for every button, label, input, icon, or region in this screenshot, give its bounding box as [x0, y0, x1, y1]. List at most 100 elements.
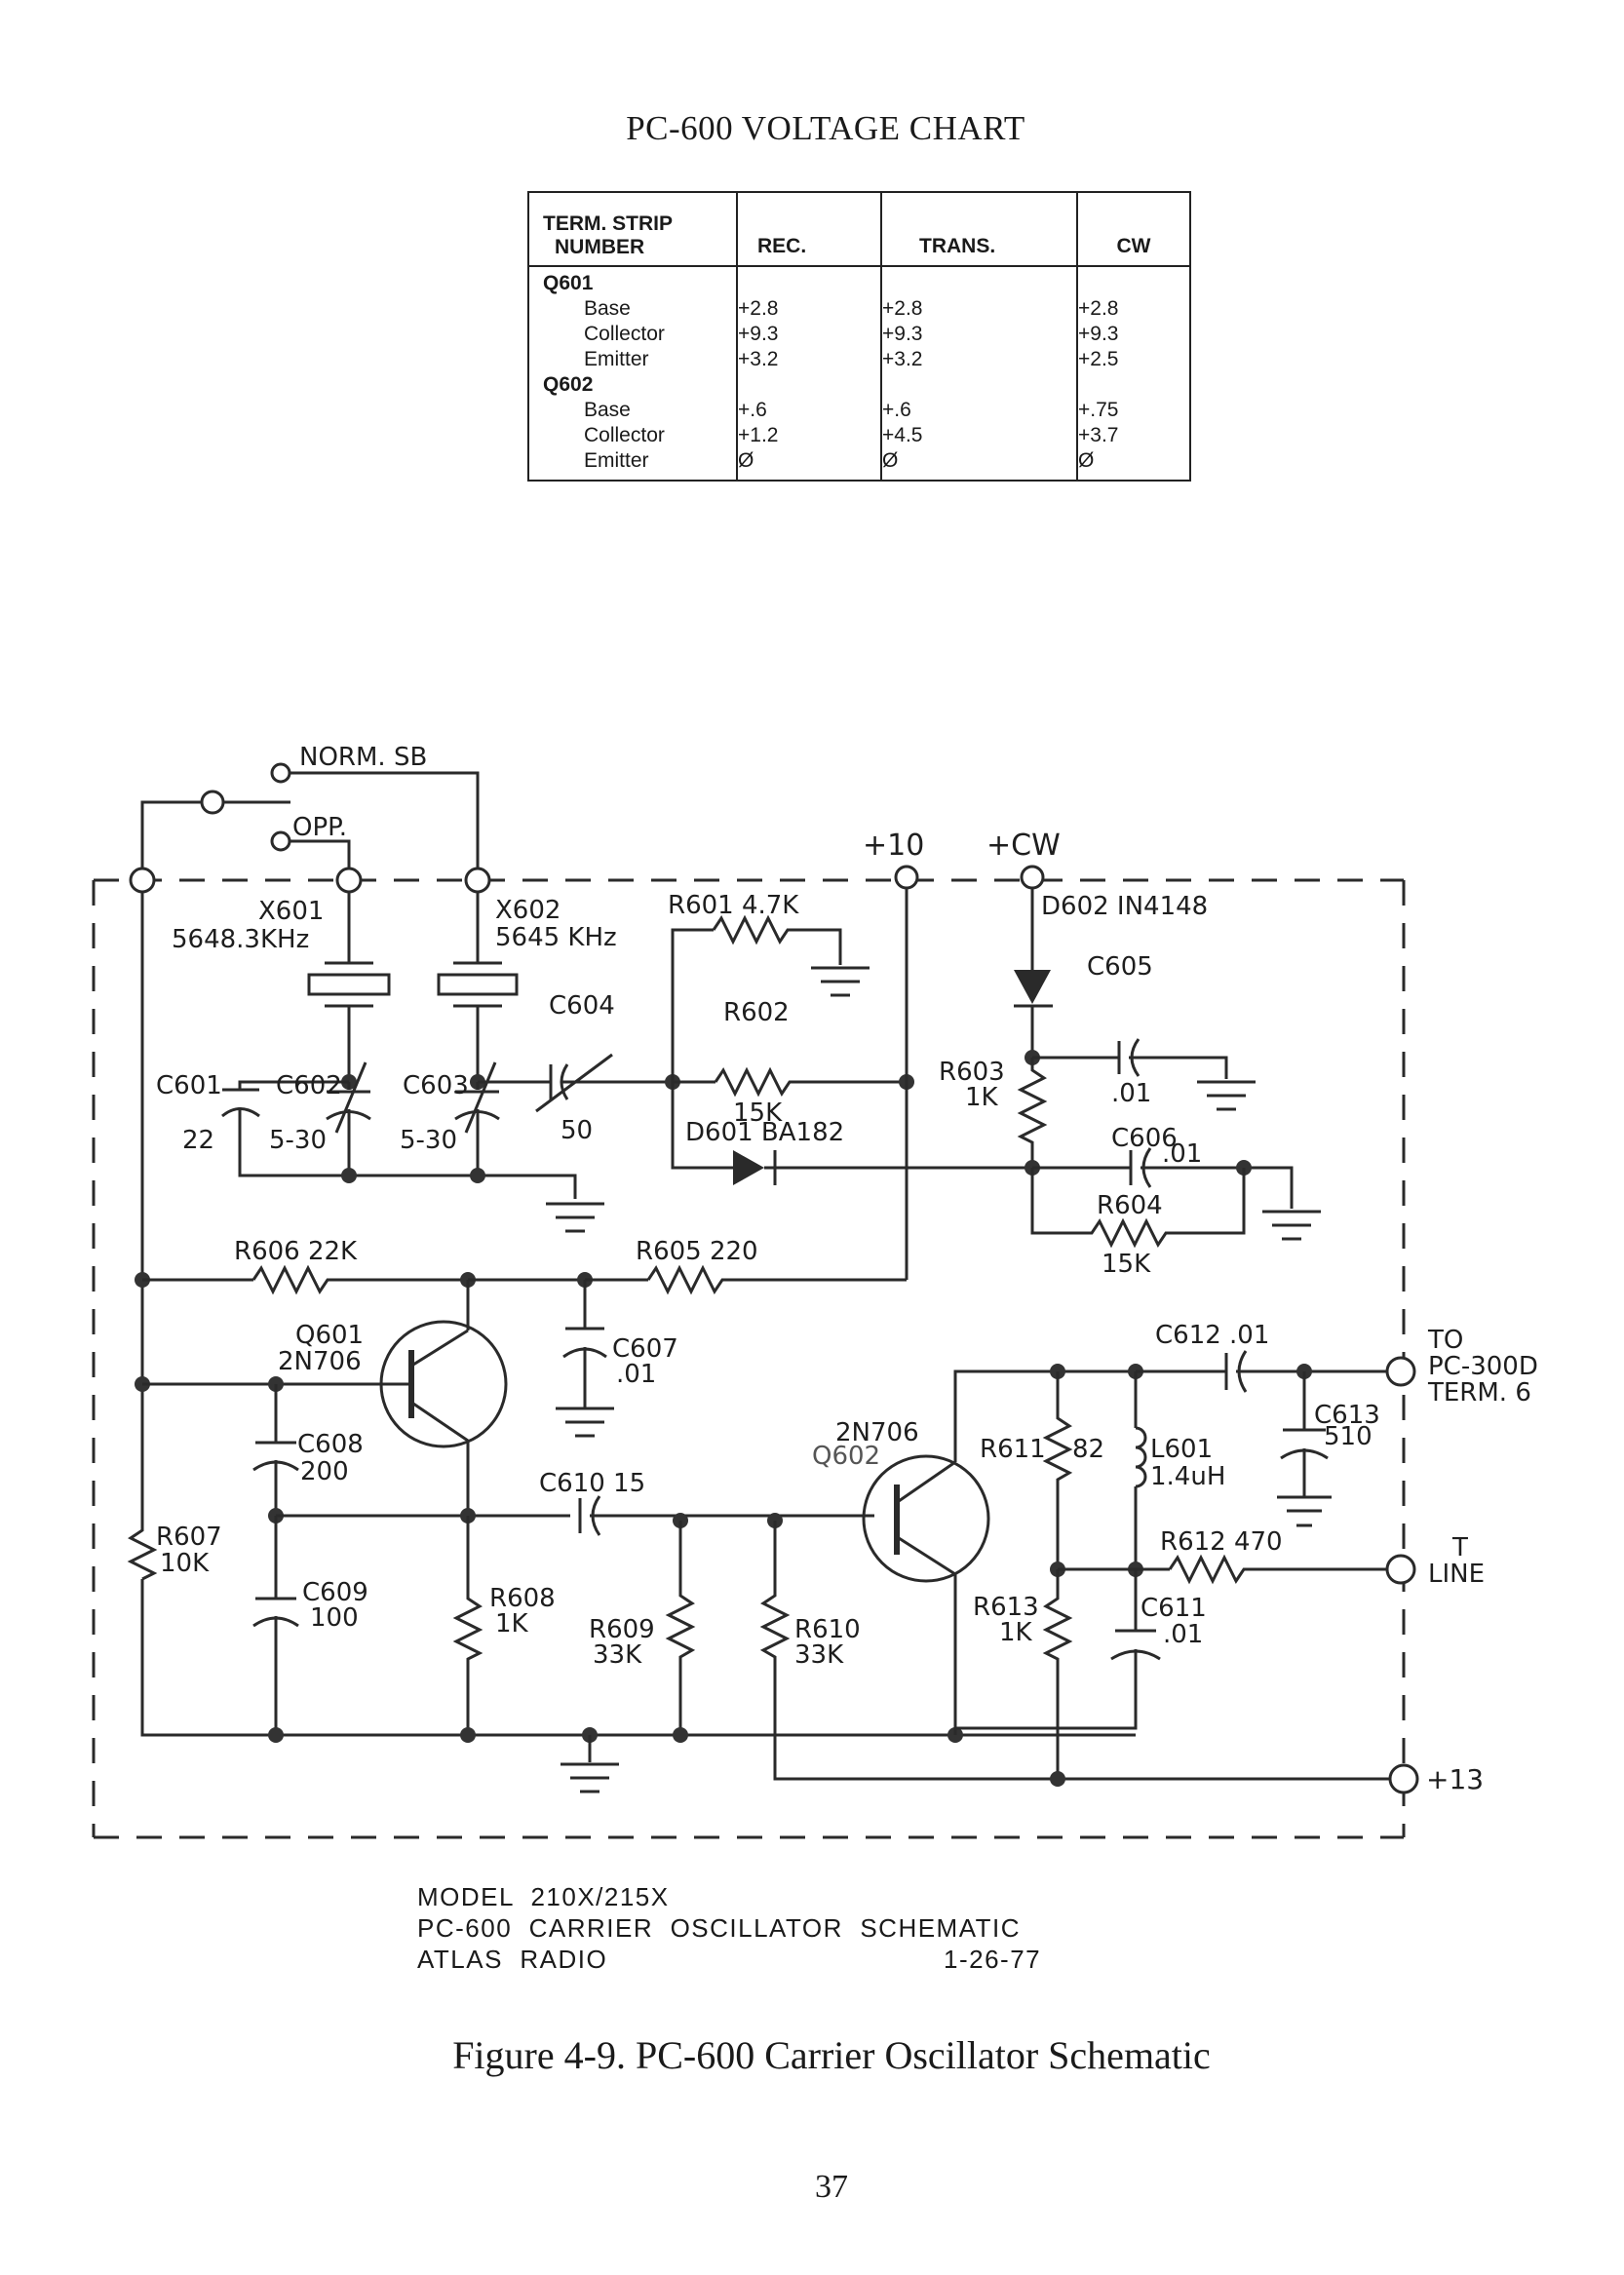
header-term-strip: TERM. STRIP NUMBER — [527, 191, 738, 267]
c602-value: 5-30 — [269, 1126, 327, 1155]
value-cell: +2.8 — [882, 297, 923, 320]
c604-ref: C604 — [549, 991, 615, 1021]
c603-value: 5-30 — [400, 1126, 457, 1155]
q601-ref: Q601 — [295, 1321, 364, 1350]
table-body-row: Q601 Base Collector Emitter Q602 Base Co… — [527, 265, 1191, 482]
terminal-plus13[interactable] — [1388, 1763, 1419, 1794]
terminal-to-pc300d[interactable] — [1385, 1356, 1416, 1387]
r611-ref: R611 — [980, 1435, 1046, 1464]
page-number-text: 37 — [815, 2169, 848, 2205]
r612-label: R612 470 — [1160, 1527, 1283, 1557]
plus13-label: +13 — [1426, 1763, 1484, 1795]
capacitor-c604: C604 50 — [478, 991, 673, 1145]
transistor-q601: Q601 2N706 — [278, 1280, 508, 1516]
x602-ref: X602 — [495, 896, 561, 925]
figure-caption: Figure 4-9. PC-600 Carrier Oscillator Sc… — [0, 2032, 1624, 2078]
value-cell: +2.8 — [1078, 297, 1119, 320]
value-cell: Ø — [738, 449, 754, 472]
value-cell: +3.7 — [1078, 424, 1119, 446]
line-label: LINE — [1428, 1560, 1485, 1589]
c609-value: 100 — [310, 1603, 359, 1633]
x602-value: 5645 KHz — [495, 923, 617, 952]
switch-contact-opp[interactable] — [270, 830, 291, 852]
c611-value: .01 — [1163, 1620, 1203, 1649]
r604-ref: R604 — [1097, 1191, 1163, 1220]
value-cell: Ø — [1078, 449, 1095, 472]
value-cell: +.75 — [1078, 399, 1119, 421]
terminal-x601[interactable] — [335, 867, 363, 894]
t-label: T — [1451, 1533, 1468, 1562]
header-term-strip-line2: NUMBER — [555, 236, 645, 258]
switch-common-contact[interactable] — [200, 790, 225, 815]
voltage-chart-title: PC-600 VOLTAGE CHART — [0, 109, 1624, 148]
transistor-q602: 2N706 Q602 — [812, 1369, 1136, 1735]
q601-base-network: C608 200 C609 100 R607 10K R608 1K — [127, 1376, 570, 1743]
diode-d602 — [1014, 970, 1051, 1004]
ground-icon — [1195, 1080, 1257, 1111]
value-cell: +9.3 — [738, 323, 779, 345]
opp-label: OPP. — [292, 813, 347, 842]
header-term-strip-line1: TERM. STRIP — [543, 212, 674, 235]
table-header-row: TERM. STRIP NUMBER REC. TRANS. CW — [527, 191, 1191, 267]
c611-ref: C611 — [1141, 1594, 1207, 1623]
q602-base-network: C610 15 R609 33K R610 33K — [539, 1469, 1404, 1793]
value-cell: +3.2 — [738, 348, 779, 370]
r606-label: R606 22K — [234, 1237, 358, 1266]
voltage-chart-title-text: PC-600 VOLTAGE CHART — [626, 109, 1025, 147]
row-label: Collector — [584, 323, 665, 345]
terminal-x602[interactable] — [464, 867, 491, 894]
value-cell: +9.3 — [1078, 323, 1119, 345]
d602-label: D602 IN4148 — [1041, 892, 1208, 921]
norm-sb-label: NORM. SB — [299, 743, 427, 772]
value-cell: +9.3 — [882, 323, 923, 345]
value-cell: +1.2 — [738, 424, 779, 446]
title-block-date: 1-26-77 — [944, 1945, 1042, 1974]
switch-contact-norm[interactable] — [270, 762, 291, 784]
c606-value: .01 — [1162, 1139, 1202, 1169]
terminal-t-line[interactable] — [1385, 1554, 1416, 1585]
x601-ref: X601 — [258, 897, 324, 926]
header-rec: REC. — [736, 191, 882, 267]
terminal-switch-common[interactable] — [129, 867, 156, 894]
q602-ref: Q602 — [812, 1442, 880, 1471]
row-label: Base — [584, 297, 631, 320]
row-label: Collector — [584, 424, 665, 446]
cw-branch: D602 IN4148 C605 .01 R603 1K C606 .01 R6… — [939, 888, 1323, 1279]
r609-value: 33K — [593, 1640, 642, 1670]
title-block-description: PC-600 CARRIER OSCILLATOR SCHEMATIC — [417, 1913, 1022, 1943]
r610-value: 33K — [794, 1640, 844, 1670]
bias-network: R601 4.7K R602 15K D601 BA182 — [665, 891, 1032, 1185]
c608-value: 200 — [300, 1457, 349, 1486]
plus-cw-label: +CW — [986, 829, 1061, 863]
r603-ref: R603 — [939, 1058, 1005, 1087]
cw-column: +2.8 +9.3 +2.5 +.75 +3.7 Ø — [1076, 265, 1191, 482]
x601-value: 5648.3KHz — [172, 925, 309, 954]
q602-value: 2N706 — [835, 1418, 919, 1447]
terminal-plus10[interactable] — [894, 865, 919, 890]
r608-ref: R608 — [489, 1584, 556, 1613]
row-label: Emitter — [584, 449, 649, 472]
r613-ref: R613 — [973, 1593, 1039, 1622]
c605-ref: C605 — [1087, 952, 1153, 982]
ground-icon — [1260, 1210, 1323, 1241]
inductor-l601 — [1135, 1426, 1147, 1488]
d601-label: D601 BA182 — [685, 1118, 844, 1147]
group-label-q601: Q601 — [543, 272, 594, 294]
header-cw: CW — [1076, 191, 1191, 267]
r613-value: 1K — [999, 1618, 1033, 1647]
terminal-plus-cw[interactable] — [1020, 865, 1045, 890]
q601-value: 2N706 — [278, 1347, 362, 1376]
plus10-label: +10 — [863, 829, 924, 863]
output-network: C612 .01 R611 82 L601 1.4uH C613 510 R61… — [955, 1321, 1387, 1787]
output-terminals: TO PC-300D TERM. 6 T LINE +13 — [1385, 1326, 1538, 1795]
ground-icon — [554, 1407, 616, 1438]
value-cell: +4.5 — [882, 424, 923, 446]
rec-column: +2.8 +9.3 +3.2 +.6 +1.2 Ø — [736, 265, 882, 482]
r607-ref: R607 — [156, 1523, 222, 1552]
trimmer-capacitor-bank: C601 22 C602 5-30 C603 5-30 — [156, 1061, 606, 1233]
r611-value: 82 — [1072, 1435, 1104, 1464]
r603-value: 1K — [965, 1083, 999, 1112]
value-cell: +.6 — [738, 399, 767, 421]
value-cell: +3.2 — [882, 348, 923, 370]
